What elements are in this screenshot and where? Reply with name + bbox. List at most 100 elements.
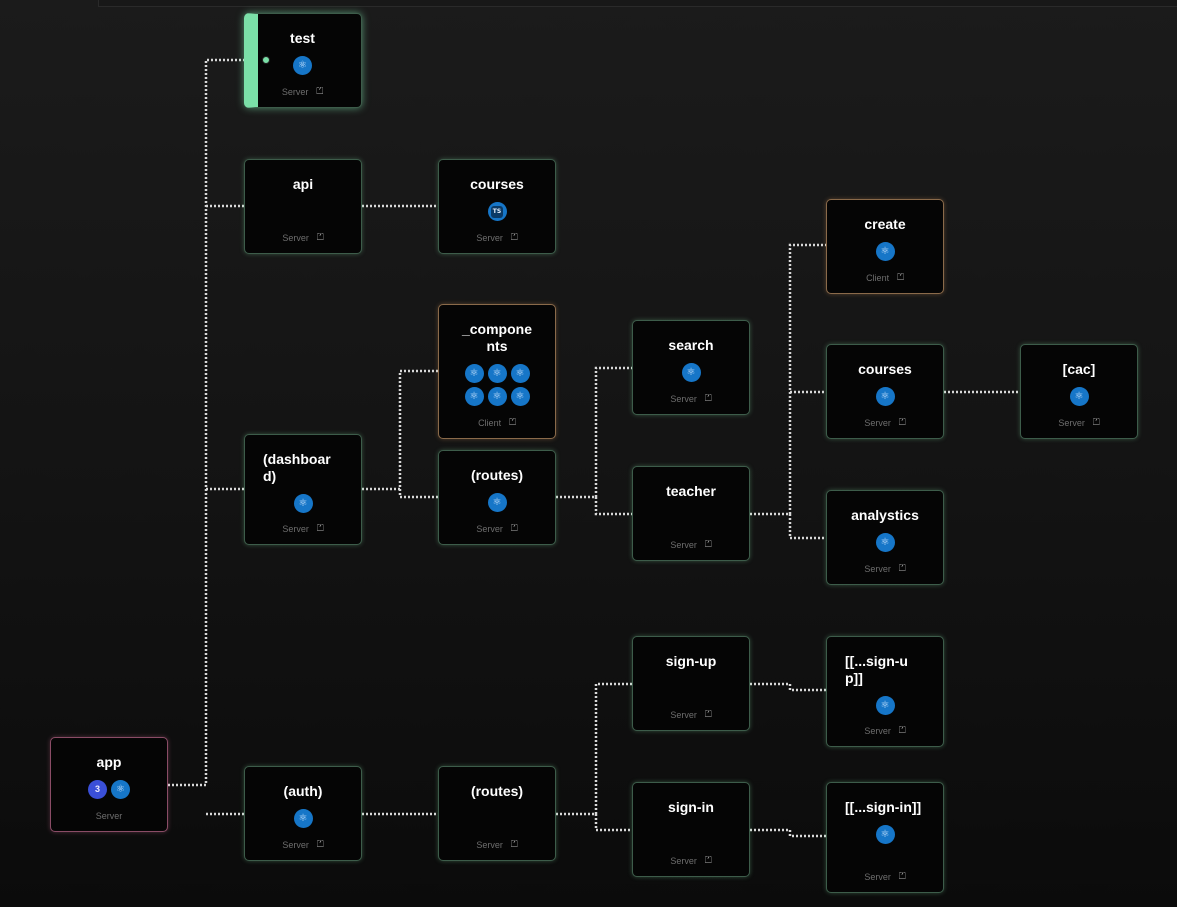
node-icons: ⚛: [845, 242, 925, 261]
node-footer: Server ⏍: [633, 540, 749, 550]
node-sign-in-catchall[interactable]: [[...sign-in]] ⚛ Server ⏍: [826, 782, 944, 893]
node-footer: Client ⏍: [439, 418, 555, 428]
node-footer: Server ⏍: [439, 233, 555, 243]
node-footer: Server ⏍: [827, 726, 943, 736]
node-title: courses: [858, 361, 912, 377]
node-teacher[interactable]: teacher Server ⏍: [632, 466, 750, 561]
download-icon[interactable]: ⏍: [316, 840, 324, 850]
node-icons: ⚛: [457, 493, 537, 512]
node-title: app: [96, 754, 122, 770]
node-search[interactable]: search ⚛ Server ⏍: [632, 320, 750, 415]
node-analytics[interactable]: analystics ⚛ Server ⏍: [826, 490, 944, 585]
node-title: sign-up: [665, 653, 717, 669]
node-footer: Server ⏍: [827, 564, 943, 574]
download-icon[interactable]: ⏍: [1092, 418, 1100, 428]
node-title: (auth): [283, 783, 323, 799]
node-auth-routes[interactable]: (routes) Server ⏍: [438, 766, 556, 861]
render-kind: Server: [95, 811, 123, 821]
download-icon[interactable]: ⏍: [510, 233, 518, 243]
download-icon[interactable]: ⏍: [898, 726, 906, 736]
node-icons: ⚛: [845, 825, 925, 844]
node-dashboard-routes[interactable]: (routes) ⚛ Server ⏍: [438, 450, 556, 545]
node-teacher-courses[interactable]: courses ⚛ Server ⏍: [826, 344, 944, 439]
node-footer: Server ⏍: [633, 856, 749, 866]
download-icon[interactable]: ⏍: [704, 394, 712, 404]
react-icon: ⚛: [875, 242, 895, 261]
download-icon[interactable]: ⏍: [898, 564, 906, 574]
react-icon: ⚛: [875, 533, 895, 552]
node-dashboard[interactable]: (dashboard) ⚛ Server ⏍: [244, 434, 362, 545]
edge-teacher-create: [750, 243, 826, 516]
render-kind: Server: [864, 418, 891, 428]
edge-signup-catch: [750, 682, 826, 692]
react-icon: ⚛: [510, 364, 530, 383]
render-kind: Server: [864, 726, 891, 736]
edge-dashboard-routes: [398, 489, 438, 499]
node-sign-up[interactable]: sign-up Server ⏍: [632, 636, 750, 731]
render-kind: Server: [670, 856, 697, 866]
react-icon: ⚛: [464, 387, 484, 406]
node-icons: 3 ⚛: [69, 780, 149, 799]
download-icon[interactable]: ⏍: [898, 418, 906, 428]
node-test[interactable]: test ⚛ Server ⏍: [244, 13, 362, 108]
node-footer: Server ⏍: [1021, 418, 1137, 428]
node-icons: ⚛: [1039, 387, 1119, 406]
node-footer: Server ⏍: [245, 233, 361, 243]
download-icon[interactable]: ⏍: [897, 273, 904, 283]
node-api[interactable]: api Server ⏍: [244, 159, 362, 254]
render-kind: Server: [670, 710, 697, 720]
node-title: analystics: [851, 507, 919, 523]
react-icon: ⚛: [875, 387, 895, 406]
download-icon[interactable]: ⏍: [316, 233, 324, 243]
download-icon[interactable]: ⏍: [510, 840, 518, 850]
node-icons: ⚛: [263, 809, 343, 828]
node-footer: Server: [51, 811, 167, 821]
download-icon[interactable]: ⏍: [704, 856, 712, 866]
node-sign-in[interactable]: sign-in Server ⏍: [632, 782, 750, 877]
download-icon[interactable]: ⏍: [510, 524, 518, 534]
react-icon: ⚛: [111, 780, 130, 799]
node-footer: Server ⏍: [827, 872, 943, 882]
download-icon[interactable]: ⏍: [704, 710, 712, 720]
download-icon[interactable]: ⏍: [509, 418, 516, 428]
render-kind: Server: [476, 524, 503, 534]
react-icon: ⚛: [487, 364, 507, 383]
render-kind: Client: [478, 418, 502, 428]
render-kind: Server: [864, 564, 891, 574]
download-icon[interactable]: ⏍: [704, 540, 712, 550]
connection-handle[interactable]: [262, 56, 270, 64]
react-icon: ⚛: [510, 387, 530, 406]
react-icon: ⚛: [681, 363, 701, 382]
render-kind: Server: [281, 87, 309, 97]
node-icons: TS: [457, 202, 537, 221]
node-title: create: [864, 216, 906, 232]
node-create[interactable]: create ⚛ Client ⏍: [826, 199, 944, 294]
node-title: _components: [461, 321, 532, 354]
react-icon: ⚛: [1069, 387, 1089, 406]
react-icon: ⚛: [875, 696, 895, 715]
node-cac[interactable]: [cac] ⚛ Server ⏍: [1020, 344, 1138, 439]
node-title: (dashboard): [263, 451, 331, 484]
node-api-courses[interactable]: courses TS Server ⏍: [438, 159, 556, 254]
node-footer: Server ⏍: [439, 840, 555, 850]
download-icon[interactable]: ⏍: [316, 524, 324, 534]
download-icon[interactable]: ⏍: [898, 872, 906, 882]
node-title: [[...sign-in]]: [845, 799, 922, 815]
node-components[interactable]: _components ⚛ ⚛ ⚛ ⚛ ⚛ ⚛ Client ⏍: [438, 304, 556, 439]
node-title: [[...sign-up]]: [845, 653, 908, 686]
react-icon: ⚛: [293, 809, 313, 828]
node-title: search: [668, 337, 714, 353]
edge-routes-search: [556, 366, 632, 499]
render-kind: Server: [282, 524, 309, 534]
node-app[interactable]: app 3 ⚛ Server: [50, 737, 168, 832]
node-footer: Server ⏍: [439, 524, 555, 534]
node-sign-up-catchall[interactable]: [[...sign-up]] ⚛ Server ⏍: [826, 636, 944, 747]
node-title: teacher: [666, 483, 716, 499]
edge-teacher-analytics: [788, 514, 826, 540]
node-auth[interactable]: (auth) ⚛ Server ⏍: [244, 766, 362, 861]
node-footer: Server ⏍: [244, 87, 361, 97]
node-footer: Server ⏍: [245, 524, 361, 534]
edge-authroutes-signin: [594, 814, 632, 832]
css-icon: 3: [88, 780, 107, 799]
download-icon[interactable]: ⏍: [316, 87, 324, 97]
